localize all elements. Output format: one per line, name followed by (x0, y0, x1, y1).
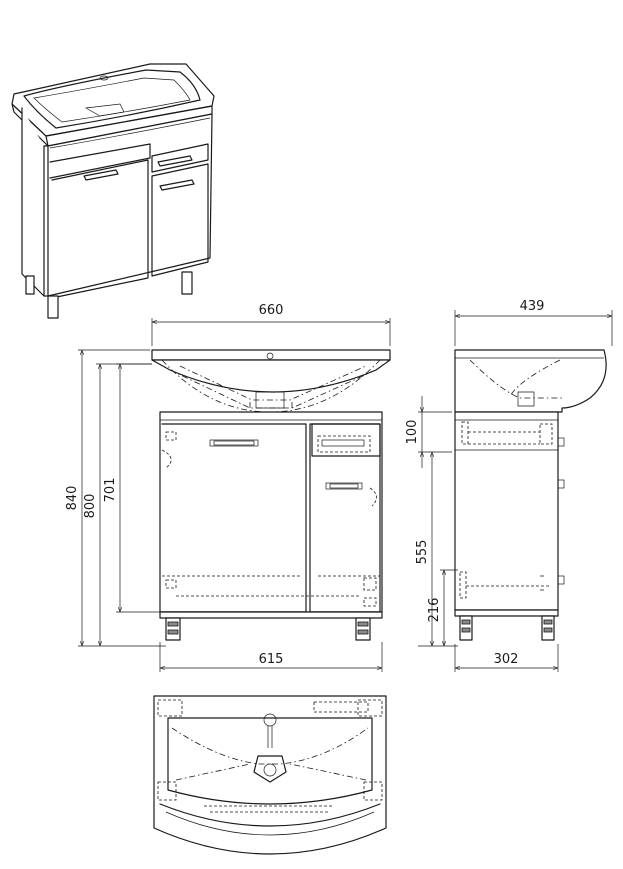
dimension-side-depth-bottom: 302 (454, 644, 559, 672)
dimension-front-width-top: 660 (151, 303, 391, 346)
dimension-label: 840 (65, 486, 80, 511)
dimension-label: 302 (494, 652, 519, 667)
dimension-side-door-height: 555 (415, 452, 458, 647)
dimension-height-cabinet: 701 (103, 363, 160, 613)
dimension-label: 800 (83, 494, 98, 519)
dimension-side-drawer-height: 100 (405, 396, 452, 468)
dimension-side-leg-height: 216 (427, 569, 458, 646)
dimension-height-body: 800 (83, 363, 152, 646)
isometric-view (11, 63, 215, 319)
dimension-height-total: 840 (65, 349, 166, 647)
dimension-label: 615 (259, 652, 284, 667)
top-view (153, 695, 387, 855)
dimension-label: 439 (520, 299, 545, 314)
dimension-label: 216 (427, 598, 442, 623)
side-view (454, 349, 607, 641)
dimension-label: 660 (259, 303, 284, 318)
dimension-front-width-bottom: 615 (159, 642, 383, 672)
dimension-label: 555 (415, 540, 430, 565)
dimension-label: 100 (405, 420, 420, 445)
dimension-label: 701 (103, 478, 118, 503)
front-view (151, 349, 391, 641)
dimension-side-depth-top: 439 (454, 299, 613, 346)
